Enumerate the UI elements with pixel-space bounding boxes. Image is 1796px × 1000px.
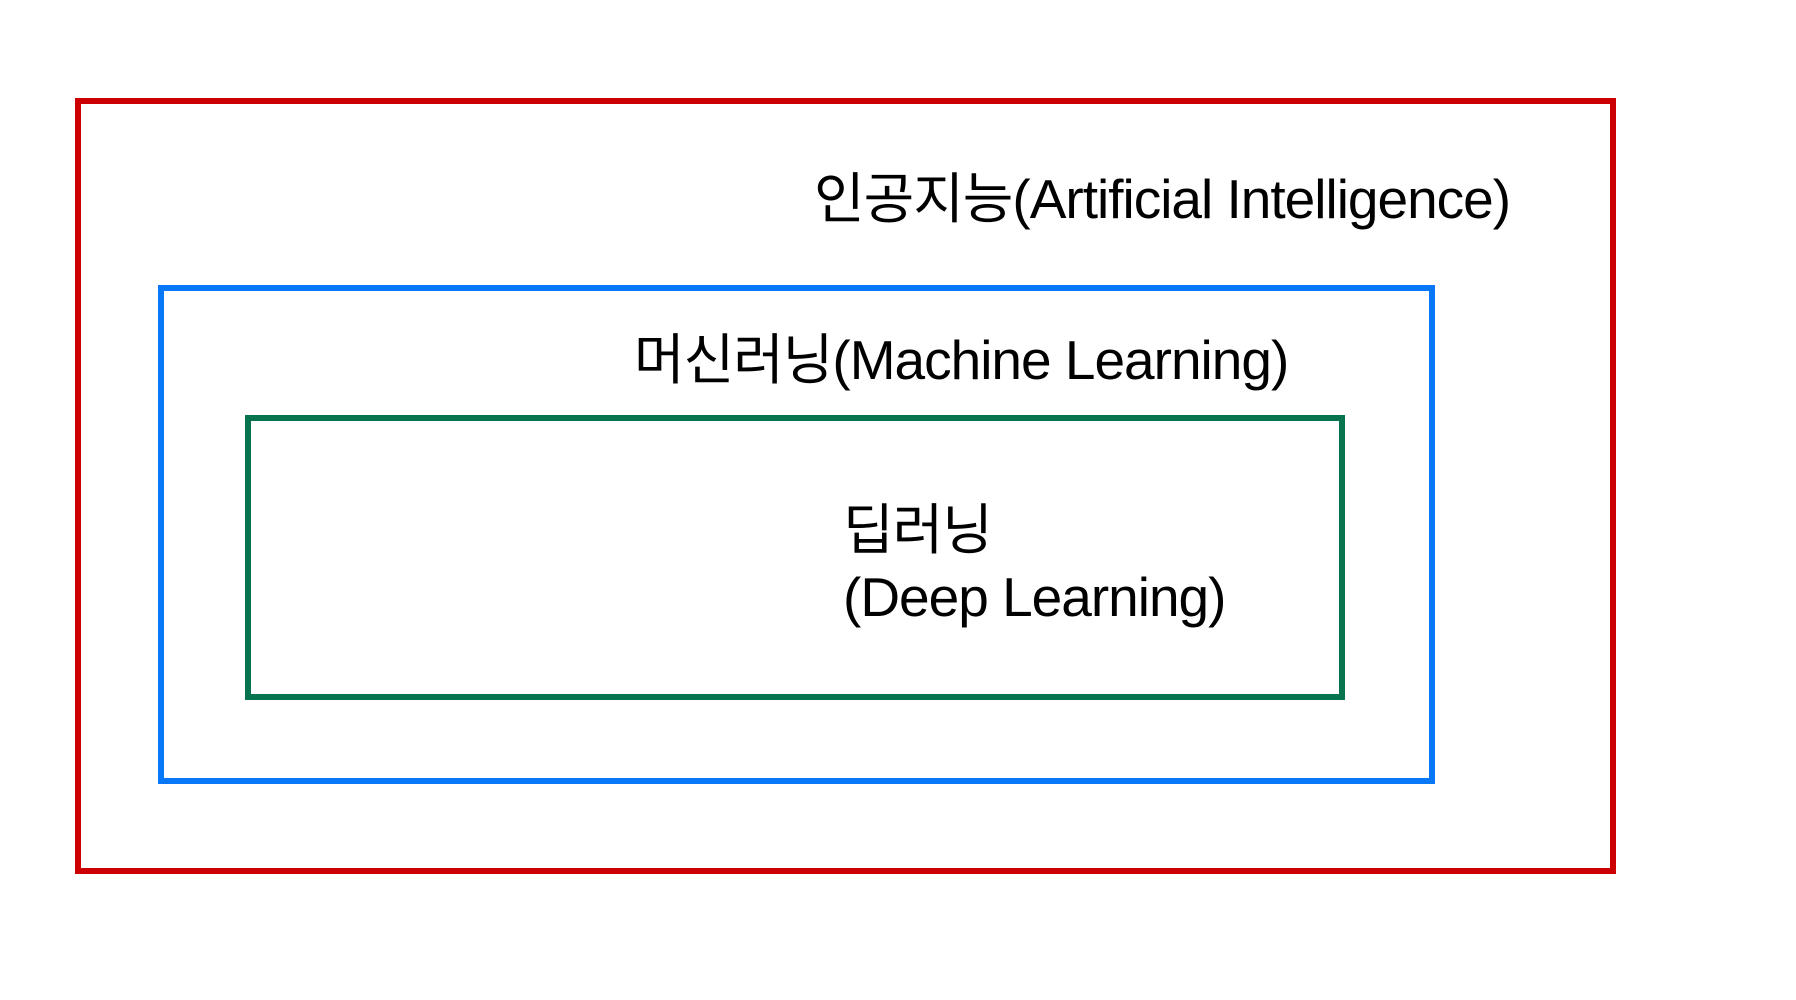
deep-learning-box: 딥러닝 (Deep Learning) bbox=[245, 415, 1345, 700]
artificial-intelligence-label: 인공지능(Artificial Intelligence) bbox=[814, 168, 1511, 230]
deep-learning-label: 딥러닝 (Deep Learning) bbox=[843, 497, 1226, 631]
machine-learning-box: 머신러닝(Machine Learning) 딥러닝 (Deep Learnin… bbox=[158, 285, 1435, 784]
deep-learning-label-english: (Deep Learning) bbox=[843, 566, 1226, 628]
artificial-intelligence-box: 인공지능(Artificial Intelligence) 머신러닝(Machi… bbox=[75, 98, 1616, 874]
deep-learning-label-korean: 딥러닝 bbox=[843, 499, 993, 561]
machine-learning-label: 머신러닝(Machine Learning) bbox=[634, 329, 1289, 391]
